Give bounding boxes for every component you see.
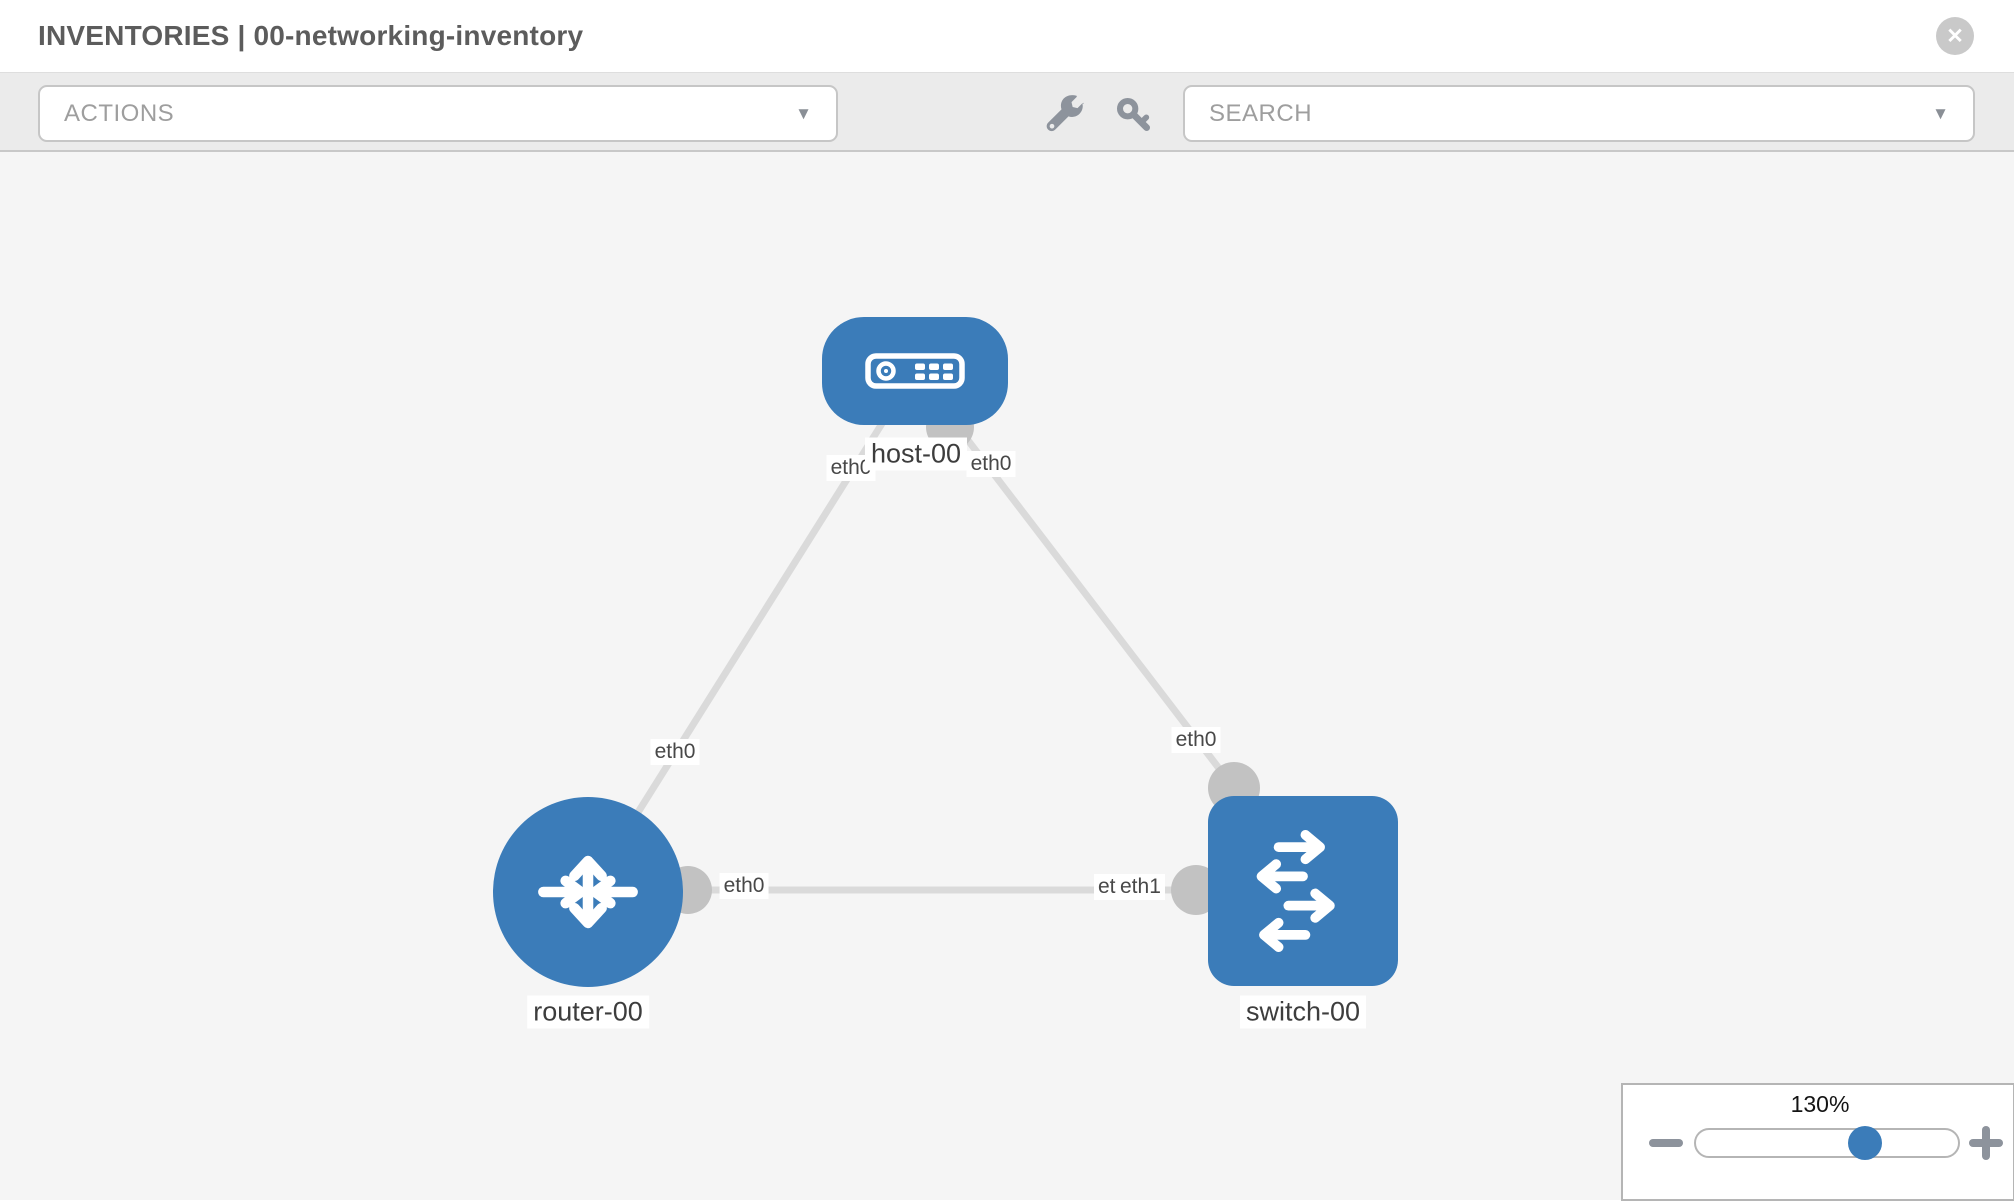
node-switch-00[interactable] — [1208, 796, 1398, 986]
router-icon — [538, 855, 638, 929]
chevron-down-icon: ▼ — [795, 103, 812, 123]
node-router-00[interactable] — [493, 797, 683, 987]
header: INVENTORIES | 00-networking-inventory ✕ — [0, 0, 2014, 72]
search-placeholder: SEARCH — [1209, 99, 1313, 127]
iface-label-host-switch-at-switch: eth0 — [1171, 727, 1221, 753]
switch-icon — [1256, 830, 1335, 952]
toolbar: ACTIONS ▼ SEARCH ▼ — [0, 72, 2014, 152]
iface-label-eth1: eth1 — [1116, 874, 1165, 900]
close-icon[interactable]: ✕ — [1936, 17, 1974, 55]
zoom-panel: 130% — [1621, 1083, 2014, 1201]
host-icon — [865, 353, 965, 389]
zoom-slider-track[interactable] — [1694, 1128, 1960, 1158]
topology-canvas[interactable]: host-00 router-00 switch-00 eth0 eth0 et… — [0, 152, 2014, 1201]
topology-graph — [585, 368, 1260, 915]
node-label-router: router-00 — [527, 995, 649, 1029]
zoom-out-icon[interactable] — [1649, 1139, 1683, 1147]
actions-dropdown[interactable]: ACTIONS ▼ — [38, 85, 838, 142]
iface-label-router-switch-at-router: eth0 — [719, 873, 769, 899]
zoom-slider-handle[interactable] — [1848, 1126, 1882, 1160]
key-icon[interactable] — [1114, 95, 1154, 135]
chevron-down-icon: ▼ — [1932, 103, 1949, 123]
zoom-level-value: 130% — [1790, 1091, 1850, 1117]
node-label-host: host-00 — [864, 437, 968, 471]
search-dropdown[interactable]: SEARCH ▼ — [1183, 85, 1975, 142]
zoom-in-icon[interactable] — [1969, 1126, 2003, 1160]
node-label-switch: switch-00 — [1239, 995, 1367, 1029]
iface-label-host-router-at-router: eth0 — [650, 739, 700, 765]
actions-dropdown-label: ACTIONS — [64, 99, 175, 127]
node-host-00[interactable] — [822, 317, 1008, 425]
page-title: INVENTORIES | 00-networking-inventory — [38, 20, 584, 51]
wrench-icon[interactable] — [1046, 95, 1086, 135]
iface-label-host-switch-at-host: eth0 — [966, 451, 1016, 477]
